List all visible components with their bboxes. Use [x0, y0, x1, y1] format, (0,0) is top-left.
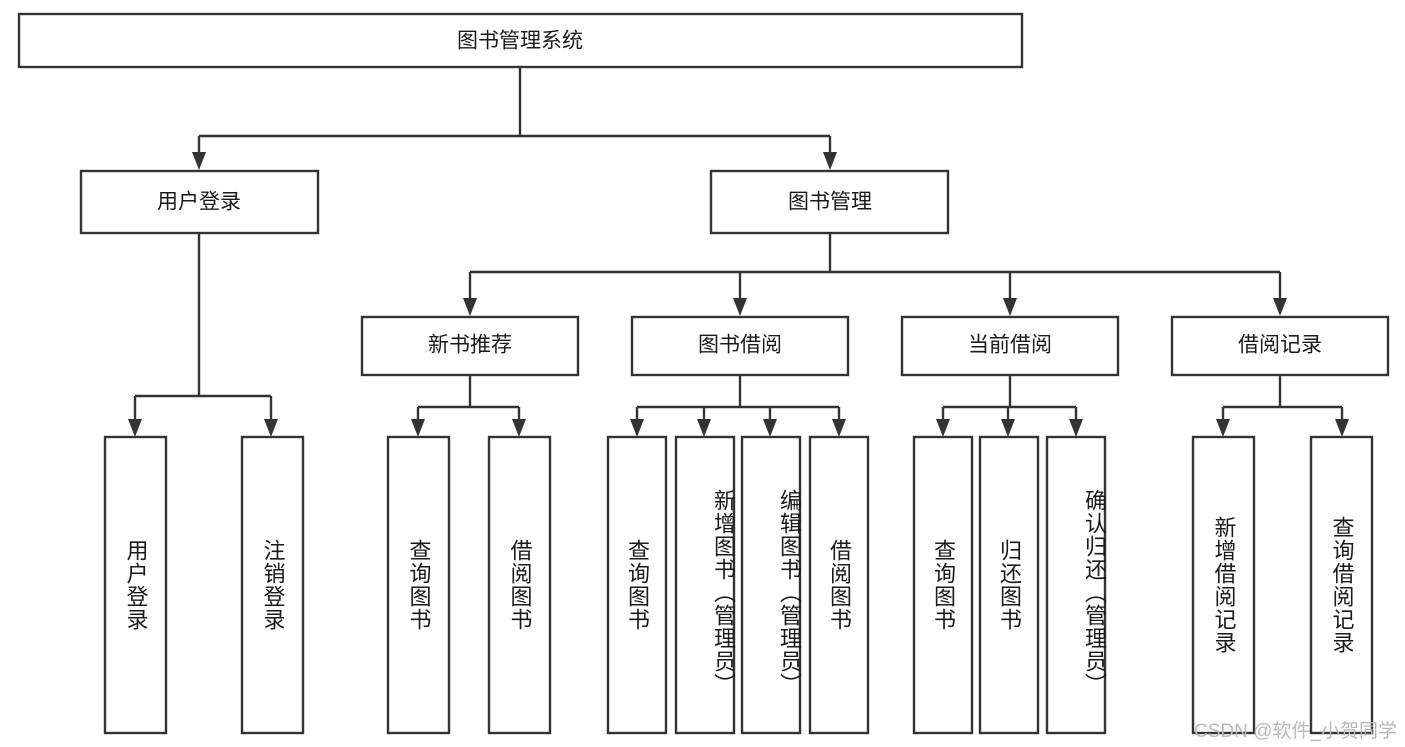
leaf-box-query-record[interactable] — [1309, 435, 1374, 735]
csdn-watermark: CSDN @软件_小贺同学 — [1194, 721, 1397, 742]
arrow-to-leaf-query-book-cur-icon — [936, 419, 950, 437]
current-borrow-label: 当前借阅 — [968, 334, 1052, 357]
edge-new-book-rec-to-leaves — [411, 375, 526, 437]
user-login-label: 用户登录 — [157, 191, 241, 214]
arrow-to-leaf-add-book-icon — [697, 419, 711, 437]
arrow-to-leaf-add-record-icon — [1216, 419, 1230, 437]
leaf-box-edit-book[interactable] — [740, 435, 802, 735]
book-manage-box — [709, 169, 950, 235]
book-manage-label: 图书管理 — [788, 191, 872, 214]
arrow-to-leaf-user-login-icon — [128, 419, 142, 437]
leaf-box-confirm-return[interactable] — [1045, 435, 1107, 735]
edge-root-to-level2 — [192, 67, 837, 170]
arrow-to-borrow-record-icon — [1273, 298, 1287, 316]
current-borrow-box — [900, 315, 1120, 377]
edge-user-login-to-leaves — [128, 233, 278, 437]
leaf-box-query-book-rec[interactable] — [386, 435, 451, 735]
arrow-to-leaf-query-book-rec-icon — [411, 419, 425, 437]
arrow-to-leaf-user-logout-icon — [264, 419, 278, 437]
edge-current-borrow-to-leaves — [936, 375, 1083, 437]
arrow-to-leaf-confirm-return-icon — [1069, 419, 1083, 437]
arrow-to-new-book-rec-icon — [463, 298, 477, 316]
node-root[interactable]: 图书管理系统 — [17, 12, 1024, 69]
leaf-box-borrow-book-rec[interactable] — [487, 435, 552, 735]
leaf-box-user-logout[interactable] — [240, 435, 305, 735]
arrow-to-book-borrow-icon — [733, 298, 747, 316]
arrow-to-leaf-edit-book-icon — [763, 419, 777, 437]
book-borrow-box — [630, 315, 850, 377]
edge-book-borrow-to-leaves — [630, 375, 846, 437]
book-borrow-label: 图书借阅 — [698, 334, 782, 357]
borrow-record-label: 借阅记录 — [1238, 334, 1322, 357]
leaf-box-add-record[interactable] — [1191, 435, 1256, 735]
leaf-box-return-book[interactable] — [978, 435, 1040, 735]
root-label: 图书管理系统 — [457, 30, 583, 53]
root-box — [17, 12, 1024, 69]
leaf-box-query-book-cur[interactable] — [912, 435, 974, 735]
arrow-to-leaf-query-book-borrow-icon — [630, 419, 644, 437]
edge-book-manage-to-level3 — [463, 233, 1287, 316]
node-user-login[interactable]: 用户登录 — [79, 169, 320, 235]
node-borrow-record[interactable]: 借阅记录 — [1170, 315, 1390, 377]
edge-borrow-record-to-leaves — [1216, 375, 1349, 437]
node-book-borrow[interactable]: 图书借阅 — [630, 315, 850, 377]
leaf-box-borrow-book[interactable] — [808, 435, 870, 735]
leaf-box-query-book-borrow[interactable] — [606, 435, 668, 735]
node-current-borrow[interactable]: 当前借阅 — [900, 315, 1120, 377]
leaf-box-user-login[interactable] — [103, 435, 168, 735]
arrow-to-book-manage-icon — [823, 152, 837, 170]
borrow-record-box — [1170, 315, 1390, 377]
arrow-to-leaf-borrow-book-icon — [832, 419, 846, 437]
arrow-to-user-login-icon — [192, 152, 206, 170]
arrow-to-leaf-return-book-icon — [1001, 419, 1015, 437]
arrow-to-current-borrow-icon — [1003, 298, 1017, 316]
node-book-manage[interactable]: 图书管理 — [709, 169, 950, 235]
arrow-to-leaf-borrow-book-rec-icon — [512, 419, 526, 437]
arrow-to-leaf-query-record-icon — [1335, 419, 1349, 437]
node-new-book-rec[interactable]: 新书推荐 — [360, 315, 580, 377]
leaf-box-add-book[interactable] — [674, 435, 736, 735]
new-book-rec-label: 新书推荐 — [428, 334, 512, 357]
new-book-rec-box — [360, 315, 580, 377]
